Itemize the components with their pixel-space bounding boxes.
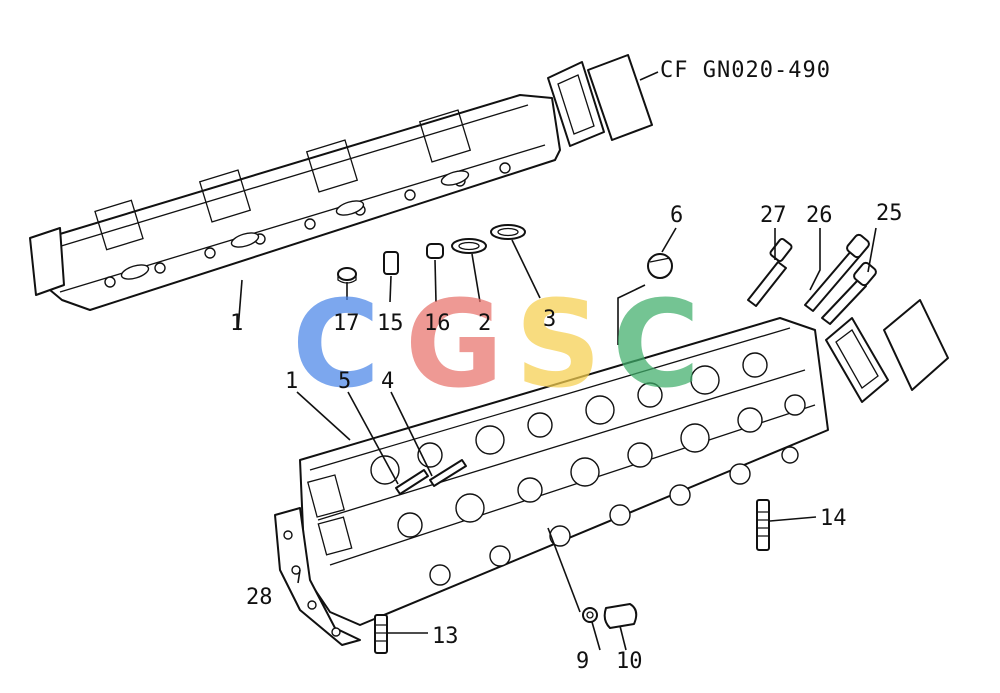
callout-9: 9 (576, 649, 589, 674)
plug-10 (603, 603, 638, 629)
stud-14 (756, 499, 770, 551)
callout-10: 10 (616, 649, 643, 674)
watermark-letter-4: C (612, 276, 700, 415)
end-gasket-upper (547, 61, 605, 147)
callout-2: 2 (478, 311, 491, 336)
callout-28: 28 (246, 585, 273, 610)
watermark: C G S C (292, 276, 700, 415)
watermark-letter-3: S (515, 276, 601, 415)
ring-9 (582, 607, 598, 623)
bolt-25 (821, 261, 877, 325)
end-cover-lower (883, 299, 949, 391)
callout-26: 26 (806, 203, 833, 228)
callout-15: 15 (377, 311, 404, 336)
seal-ring-2 (451, 238, 487, 254)
cylinder-head-lower (274, 317, 829, 646)
valve-5 (395, 469, 429, 495)
end-gasket-lower (825, 317, 889, 403)
watermark-letter-2: G (405, 276, 504, 415)
bolt-27 (747, 238, 793, 307)
sleeve-15 (383, 251, 399, 275)
end-cover-upper (587, 54, 653, 141)
stud-13 (374, 614, 388, 654)
callout-27: 27 (760, 203, 787, 228)
callout-6: 6 (670, 203, 683, 228)
callout-17: 17 (333, 311, 360, 336)
callout-14: 14 (820, 506, 847, 531)
cylinder-head-upper (29, 94, 561, 311)
bolt-26 (804, 233, 870, 312)
callout-1-lower: 1 (285, 369, 298, 394)
valve-4 (429, 459, 467, 487)
leader-lines (237, 227, 877, 651)
cap-16 (426, 243, 444, 259)
leader-reference (639, 71, 659, 81)
callout-16: 16 (424, 311, 451, 336)
callout-25: 25 (876, 201, 903, 226)
seal-ring-3 (490, 224, 526, 240)
callout-4: 4 (381, 369, 394, 394)
reference-note: CF GN020-490 (660, 58, 831, 83)
watermark-letter-1: C (292, 276, 380, 415)
callout-5: 5 (338, 369, 351, 394)
callout-1-upper: 1 (230, 311, 243, 336)
callout-13: 13 (432, 624, 459, 649)
cap-6 (647, 253, 673, 279)
callout-3: 3 (543, 307, 556, 332)
